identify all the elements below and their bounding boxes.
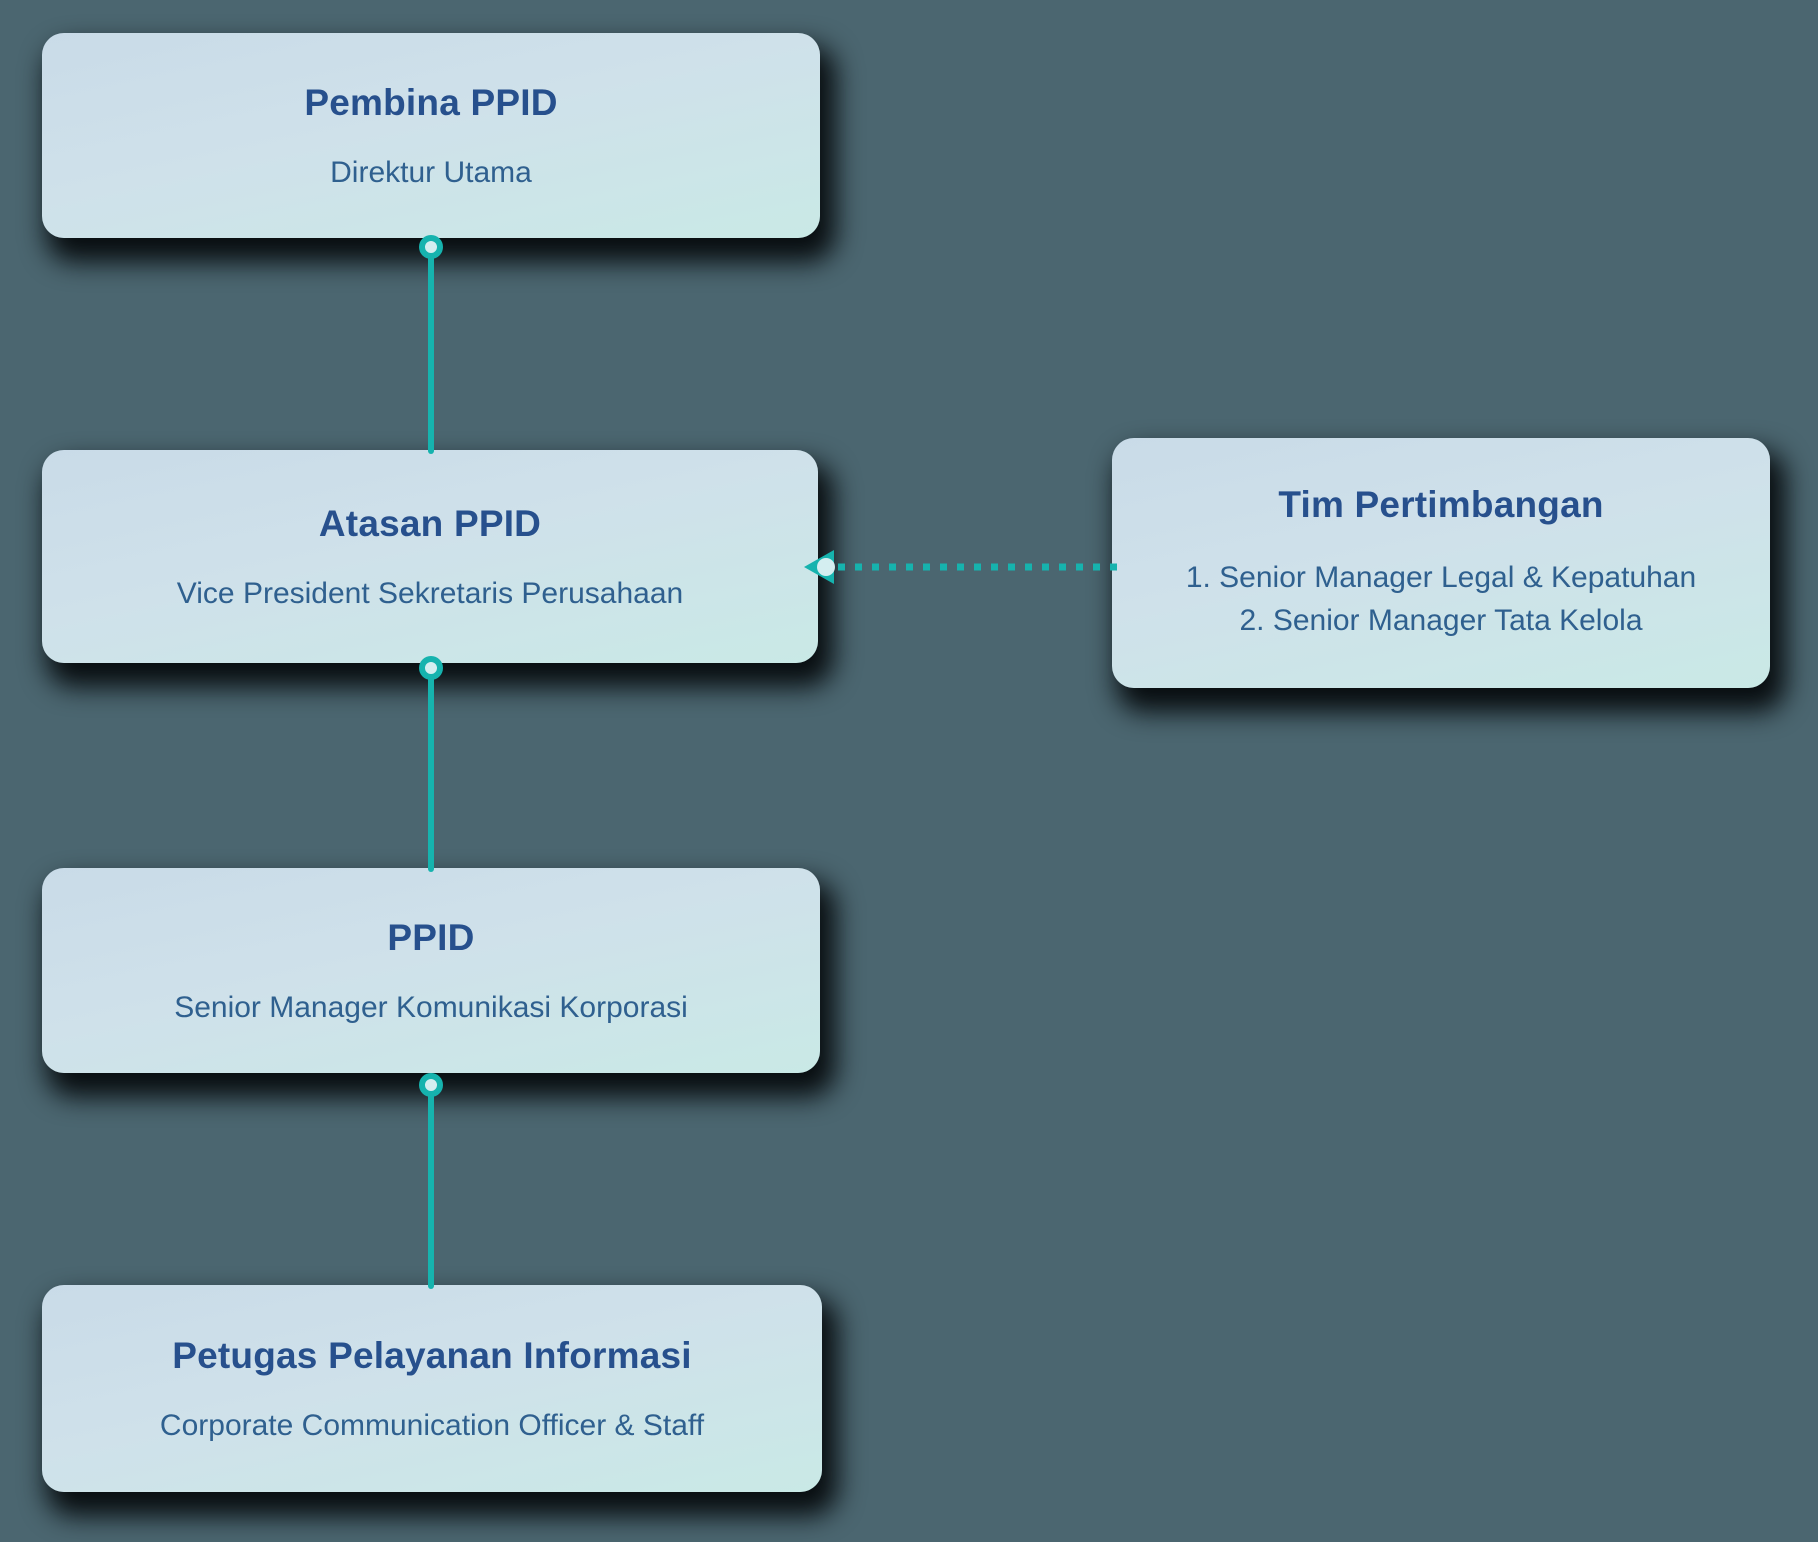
node-tim-pertimbangan: Tim Pertimbangan 1. Senior Manager Legal… (1112, 438, 1770, 688)
node-petugas-pelayanan-informasi: Petugas Pelayanan Informasi Corporate Co… (42, 1285, 822, 1492)
connector-pembina-atasan (428, 242, 434, 454)
member-item: 2. Senior Manager Tata Kelola (1239, 604, 1643, 637)
arrowhead-dot (817, 558, 835, 576)
connector-dot-ppid (419, 1073, 443, 1097)
node-subtitle: Vice President Sekretaris Perusahaan (176, 576, 684, 610)
connector-atasan-tim-dashed (804, 550, 1118, 584)
node-title: Atasan PPID (318, 502, 542, 544)
connector-atasan-ppid (428, 665, 434, 872)
connector-ppid-petugas (428, 1077, 434, 1289)
node-title: Petugas Pelayanan Informasi (172, 1334, 692, 1376)
node-ppid: PPID Senior Manager Komunikasi Korporasi (42, 868, 820, 1073)
node-subtitle: Senior Manager Komunikasi Korporasi (174, 990, 688, 1024)
node-title: Pembina PPID (304, 81, 558, 123)
node-pembina-ppid: Pembina PPID Direktur Utama (42, 33, 820, 238)
node-title: PPID (387, 916, 475, 958)
node-subtitle: Corporate Communication Officer & Staff (159, 1408, 705, 1442)
member-list: 1. Senior Manager Legal & Kepatuhan 2. S… (1186, 556, 1696, 642)
connector-dot-atasan (419, 656, 443, 680)
node-title: Tim Pertimbangan (1278, 484, 1604, 525)
member-item: 1. Senior Manager Legal & Kepatuhan (1185, 561, 1697, 594)
node-subtitle: Direktur Utama (330, 155, 532, 189)
node-atasan-ppid: Atasan PPID Vice President Sekretaris Pe… (42, 450, 818, 663)
connector-dot-pembina (419, 235, 443, 259)
